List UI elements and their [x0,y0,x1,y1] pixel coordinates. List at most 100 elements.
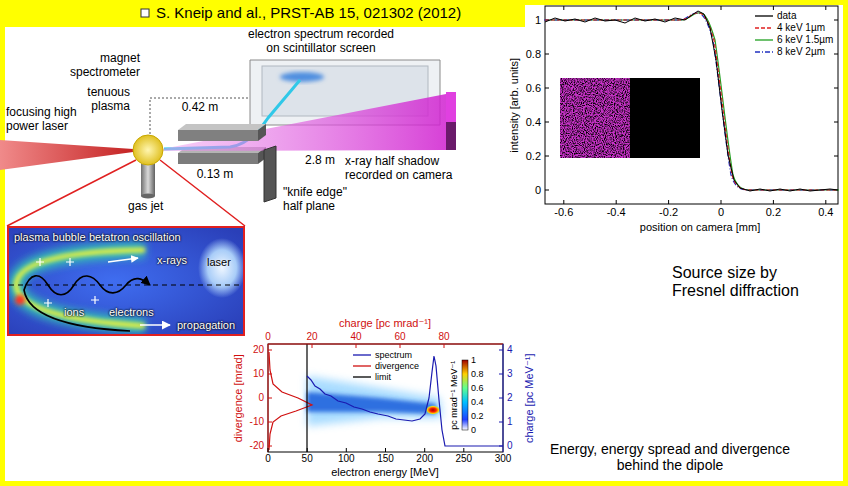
spectrum-heatmap-core [307,392,436,414]
limit-line [306,344,307,452]
legend-line-sample [352,373,372,381]
tick-label: 80 [438,331,449,343]
fresnel-plot [544,6,839,204]
tick-label: 200 [416,453,433,465]
part-label: electron spectrum recorded on scintillat… [240,28,402,56]
legend-line-sample [754,36,774,44]
tick-label: 1 [535,14,541,27]
laser-pulse [198,238,243,298]
axis-title: position on camera [mm] [640,221,760,234]
tick-label: 0 [258,392,264,404]
nozzle-base [141,194,155,199]
tick-label: 0.8 [526,48,541,61]
legend-entry: data [754,10,796,22]
legend-line [755,51,773,52]
axis-title: charge [pc mrad⁻¹] [339,317,431,330]
legend-text: divergence [375,361,419,371]
model-curve [546,13,839,190]
dimension-label: 0.13 m [197,168,234,182]
magnet-pole [178,130,258,141]
electron-trajectory [24,276,150,331]
magnet-pole [258,124,266,141]
tick-label: 300 [495,453,512,465]
tick-label: 2 [507,392,513,404]
zoom-lines [7,160,245,226]
legend-line [353,366,371,367]
plot-frame [545,6,838,204]
legend-entry: 8 keV 2µm [754,46,825,58]
axis-title: electron energy [MeV] [331,466,439,479]
data-curve [545,11,838,191]
tick-label: 20 [306,331,317,343]
zoom-inset-box: plasma bubblebetatron oscillationx-raysl… [7,226,245,336]
tick-label: 0 [535,184,541,197]
colorbar-title: pc mrad⁻¹ MeV⁻¹ [450,360,460,429]
tick-label: 1 [507,416,513,428]
tick-label: 3 [507,368,513,380]
red-axes [268,344,503,452]
slide-ground [5,5,843,481]
setup-illustration [0,60,456,226]
inset-label: propagation [177,319,235,332]
legend-text: 4 keV 1µm [777,22,825,34]
legend-text: data [777,10,796,22]
plot-note: Source size by Fresnel diffraction [672,264,807,301]
legend-line [755,15,773,16]
legend-entry: 6 keV 1.5µm [754,34,833,46]
tick-label: -0.4 [607,206,626,219]
legend-line [353,355,371,356]
tick-label: -10 [250,416,264,428]
tick-label: 0.4 [471,397,484,407]
tick-label: 50 [302,453,313,465]
legend-line-sample [754,12,774,20]
plot-caption: Energy, energy spread and divergence beh… [540,441,800,473]
inset-label: x-rays [157,254,187,267]
tick-label: 0 [265,331,271,343]
slide-title: S. Kneip and al., PRST-AB 15, 021302 (20… [156,4,461,21]
inset-label: laser [207,256,231,269]
axis-title: intensity [arb. units] [508,58,521,153]
tick-label: 40 [350,331,361,343]
camera-image-noise [560,78,630,158]
camera-image-shadow [630,78,700,158]
legend-line-sample [352,362,372,370]
legend-line-sample [352,351,372,359]
gas-jet-nozzle [141,164,155,196]
tick-label: 0.4 [526,116,541,129]
bullet-square [141,9,149,17]
bubble-illustration [9,228,243,334]
spectrum-plot [268,344,503,452]
spectrum-curve [307,356,503,446]
part-label: focusing high power laser [6,106,86,134]
camera-image-lit [560,78,630,158]
legend-line [755,39,773,40]
electron-bunch [15,295,25,305]
tick-label: 0.6 [526,82,541,95]
legend-line-sample [754,48,774,56]
tick-label: 0.2 [526,150,541,163]
tick-label: 10 [253,368,264,380]
legend-text: 8 keV 2µm [777,46,825,58]
part-label: magnet spectrometer [55,52,140,80]
tick-label: 0 [507,440,513,452]
part-label: "knife edge" half plane [283,186,353,214]
axis-ticks [268,448,464,452]
tick-label: 0.4 [818,206,833,219]
spectrum-heatmap [307,376,442,426]
legend-line-sample [754,24,774,32]
legend-text: limit [375,372,391,382]
legend-entry: 4 keV 1µm [754,22,825,34]
xray-beam [162,94,446,151]
tick-label: 0.2 [766,206,781,219]
tick-label: 0.2 [471,411,484,421]
tick-label: 0 [471,425,476,435]
inset-label: ions [64,306,84,319]
part-label: tenuous plasma [72,86,130,114]
legend-line [755,27,773,28]
ion-signs [36,258,99,307]
tick-label: 250 [456,453,473,465]
inset-label: electrons [109,306,154,319]
tick-label: 0 [718,206,724,219]
